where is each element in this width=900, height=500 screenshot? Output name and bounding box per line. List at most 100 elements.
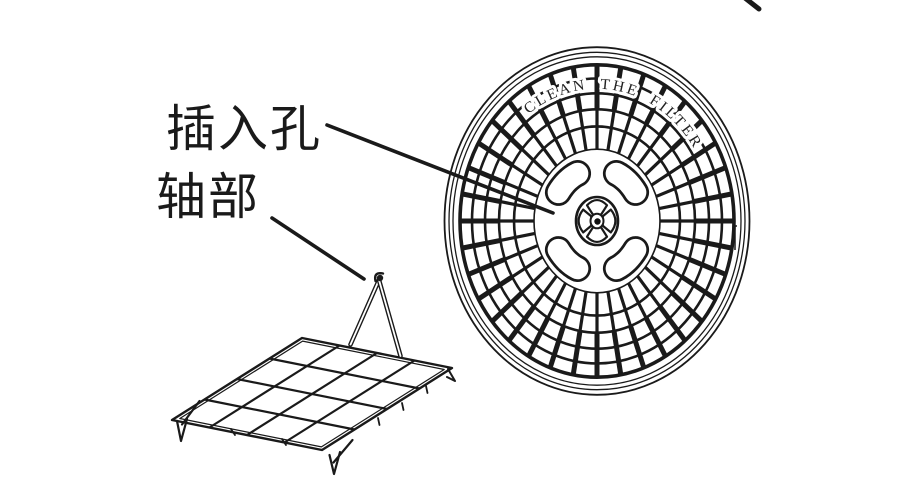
filter-spoke: [467, 165, 507, 186]
filter-spoke: [500, 231, 536, 242]
filter-spoke: [461, 191, 502, 205]
filter-spoke: [611, 66, 624, 112]
filter-spoke: [506, 99, 537, 138]
filter-spoke: [578, 111, 588, 151]
filter-spoke: [490, 290, 525, 324]
filter-spoke: [606, 111, 616, 151]
filter-spoke: [644, 148, 673, 176]
filter-bean-cutout-core: [605, 162, 647, 204]
filter-spoke: [669, 118, 704, 152]
filter-ring: [497, 108, 697, 334]
rack-leg: [175, 417, 189, 443]
filter-spoke: [611, 330, 624, 376]
filter-spoke: [521, 148, 550, 176]
filter-spoke: [687, 165, 727, 186]
rack-wire-tick: [425, 385, 429, 394]
filter-spoke: [692, 237, 733, 251]
filter-spoke: [526, 84, 551, 126]
filter-spoke: [658, 231, 694, 242]
filter-spoke: [617, 288, 632, 326]
filter-spoke: [562, 116, 577, 154]
filter-spoke: [533, 134, 558, 167]
filter-spoke: [680, 140, 718, 168]
rack-shaft-left-leg-core: [349, 279, 380, 346]
filter-spoke: [657, 304, 688, 343]
filter-spoke: [627, 282, 648, 318]
filter-spoke: [504, 244, 539, 261]
filter-spoke: [669, 290, 704, 324]
filter-spoke: [650, 255, 683, 278]
rack-shaft-hook: [373, 271, 385, 283]
filter-spoke: [680, 274, 718, 302]
filter-bean-cutout-core: [547, 238, 589, 280]
filter-spoke: [643, 84, 668, 126]
filter-spoke: [521, 266, 550, 294]
rack-shaft-tip: [376, 274, 384, 282]
filter-ring: [533, 148, 661, 294]
filter-spoke: [655, 181, 690, 198]
rack-wire-tick: [377, 417, 381, 426]
filter-grid-boundary: [458, 63, 736, 379]
leader-line-insertion-hole: [325, 123, 555, 215]
rack-shaft-right-leg-core: [378, 279, 402, 357]
rack-wire-tick: [281, 438, 287, 446]
filter-spoke: [461, 237, 502, 251]
filter-spoke: [547, 73, 567, 118]
label-shaft: 轴部: [156, 168, 260, 226]
filter-spoke: [636, 134, 661, 167]
filter-spoke: [655, 244, 690, 261]
rack-wire-tick: [401, 402, 405, 411]
filter-spoke: [467, 256, 507, 277]
filter-spoke: [692, 191, 733, 205]
lint-rack-illustration: [170, 271, 456, 476]
rack-brace: [180, 399, 201, 426]
filter-spoke: [627, 324, 647, 369]
rack-grid-wire: [283, 359, 416, 444]
rack-leg: [446, 368, 456, 382]
filter-spoke: [504, 181, 539, 198]
filter-spoke: [547, 324, 567, 369]
filter-spoke: [506, 304, 537, 343]
filter-spoke: [650, 164, 683, 187]
filter-spoke: [546, 282, 567, 318]
filter-spoke: [643, 316, 668, 358]
filter-spoke: [636, 275, 661, 308]
filter-ring: [512, 125, 682, 317]
filter-ring: [483, 92, 711, 350]
filter-spoke: [578, 291, 588, 331]
filter-spoke: [546, 124, 567, 160]
filter-spoke: [657, 99, 688, 138]
filter-spoke: [511, 164, 544, 187]
leader-line-shaft: [270, 216, 366, 281]
rack-wire-tick: [230, 428, 236, 436]
rack-frame-inner: [179, 340, 445, 448]
filter-bean-cutout-core: [605, 238, 647, 280]
rack-brace: [332, 438, 354, 464]
rack-grid-wire: [246, 352, 378, 436]
filter-spoke: [627, 124, 648, 160]
filter-spoke: [687, 256, 727, 277]
filter-bean-cutout-core: [547, 162, 589, 204]
label-insertion-hole: 插入孔: [166, 100, 322, 158]
rack-grid-wire: [204, 398, 355, 431]
filter-spoke: [490, 118, 525, 152]
filter-disc-illustration: [443, 46, 751, 396]
filter-spoke: [476, 274, 514, 302]
filter-spoke: [500, 200, 536, 211]
rack-leg: [328, 450, 342, 476]
filter-outer-rim: [443, 46, 751, 396]
filter-rim: [452, 56, 742, 386]
filter-spoke: [533, 275, 558, 308]
filter-spoke: [627, 73, 647, 118]
filter-spoke: [570, 330, 583, 376]
filter-spoke: [476, 140, 514, 168]
filter-rim: [448, 51, 746, 391]
filter-spoke: [526, 316, 551, 358]
filter-spoke: [562, 288, 577, 326]
top-right-clipped-mark: [743, 0, 762, 12]
filter-ring: [470, 77, 724, 365]
filter-depth-edge: [734, 225, 737, 250]
filter-spoke: [606, 291, 616, 331]
